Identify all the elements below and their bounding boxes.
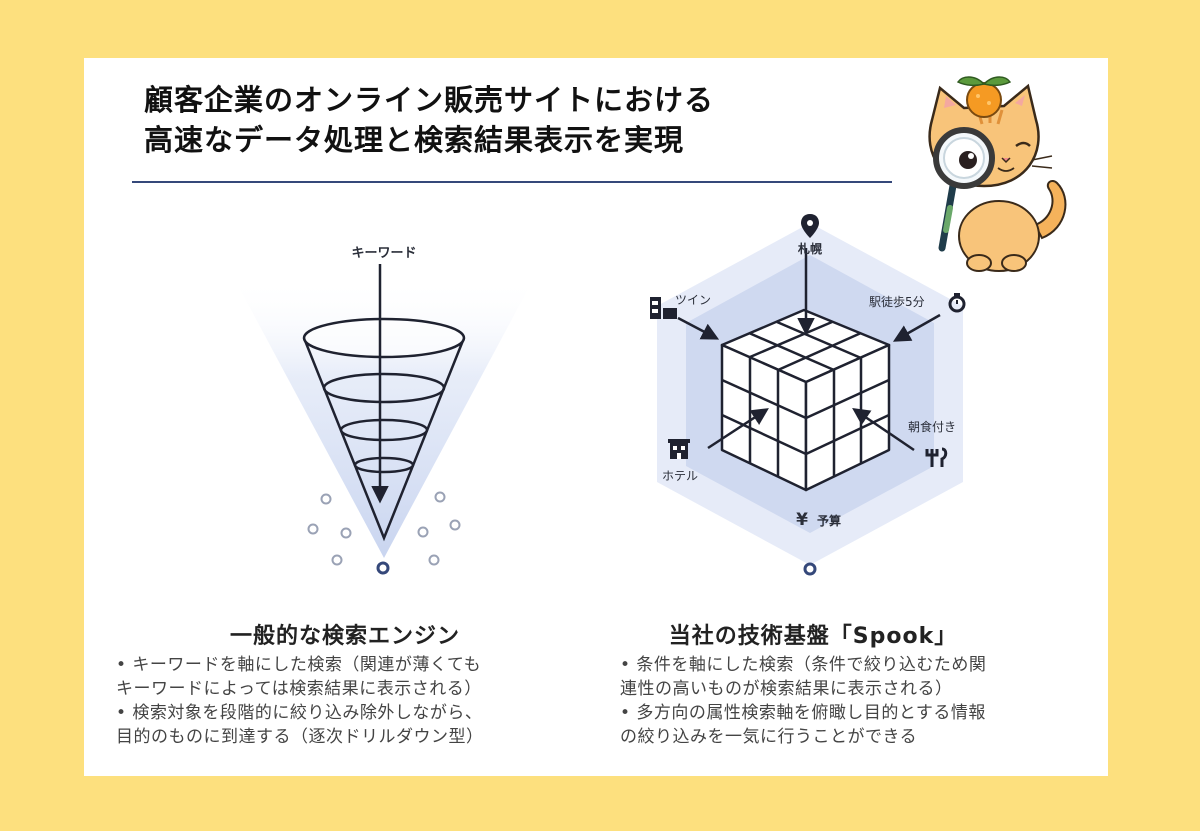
- cube-grid-line: [721, 413, 807, 456]
- cube-grid-line: [805, 378, 890, 420]
- cube-grid-line: [776, 320, 862, 360]
- left-bullet-line: 目的のものに到達する（逐次ドリルダウン型）: [116, 727, 484, 747]
- diagram-canvas: キーワード: [234, 76, 1067, 576]
- excluded-dot: [449, 519, 461, 531]
- label-hotel: ホテル: [662, 469, 698, 483]
- pin-icon: [801, 214, 819, 238]
- funnel-diagram: キーワード: [234, 246, 534, 575]
- funnel-ring: [322, 372, 446, 404]
- excluded-dot: [428, 554, 440, 566]
- fork-knife-icon: [925, 447, 948, 467]
- right-bullet-line: 連性の高いものが検索結果に表示される）: [620, 679, 953, 699]
- excluded-dot: [340, 527, 352, 539]
- excluded-dot: [417, 526, 429, 538]
- result-dot: [803, 562, 817, 576]
- arrow-breakfast: [852, 408, 915, 452]
- excluded-dot: [434, 491, 446, 503]
- excluded-dot: [331, 554, 343, 566]
- left-bullet-line: • 検索対象を段階的に絞り込み除外しながら、: [116, 703, 483, 723]
- cube: [720, 308, 891, 492]
- title-divider: [132, 181, 892, 183]
- bed-icon: [650, 297, 677, 319]
- left-bullet-line: • キーワードを軸にした検索（関連が薄くても: [116, 655, 482, 675]
- cube-grid-line: [805, 413, 890, 456]
- label-breakfast: 朝食付き: [908, 419, 956, 434]
- label-budget: 予算: [817, 513, 841, 528]
- stopwatch-icon: [948, 293, 966, 313]
- cube-grid-line: [721, 378, 807, 420]
- right-bullet-line: の絞り込みを一気に行うことができる: [620, 727, 918, 747]
- arrow-twin: [677, 316, 720, 340]
- left-caption: 一般的な検索エンジン: [229, 624, 460, 649]
- content-card: 顧客企業のオンライン販売サイトにおける 高速なデータ処理と検索結果表示を実現: [84, 58, 1108, 776]
- right-bullet-line: • 多方向の属性検索軸を俯瞰し目的とする情報: [620, 703, 986, 723]
- label-sapporo: 札幌: [797, 241, 822, 256]
- title-line-2: 高速なデータ処理と検索結果表示を実現: [144, 123, 685, 157]
- arrow-hotel: [707, 408, 769, 450]
- funnel-ring: [339, 418, 429, 442]
- funnel-cone: [302, 337, 466, 542]
- page-title: 顧客企業のオンライン販売サイトにおける 高速なデータ処理と検索結果表示を実現: [144, 80, 714, 160]
- magnifier-icon: [933, 127, 995, 252]
- keyword-label: キーワード: [351, 246, 416, 261]
- excluded-dot: [320, 493, 332, 505]
- left-bullet-line: キーワードによっては検索結果に表示される）: [116, 679, 482, 699]
- cube-grid-line: [777, 331, 862, 372]
- funnel-rim: [302, 317, 466, 359]
- target-dot: [376, 561, 390, 575]
- condition-arrows: [677, 248, 941, 452]
- building-icon: [668, 439, 690, 459]
- title-line-1: 顧客企業のオンライン販売サイトにおける: [144, 83, 715, 117]
- excluded-items: [307, 491, 461, 566]
- yen-icon: ¥: [796, 510, 808, 530]
- funnel-ring: [353, 456, 415, 474]
- left-bullets: • キーワードを軸にした検索（関連が薄くても キーワードによっては検索結果に表示…: [116, 653, 484, 749]
- cube-grid-line: [748, 331, 835, 372]
- cube-diagram: ¥ 札幌 ツイン 駅徒歩5分 朝食付き ホテル 予算: [650, 214, 966, 576]
- label-walk: 駅徒歩5分: [869, 294, 925, 309]
- right-bullets: • 条件を軸にした検索（条件で絞り込むため関 連性の高いものが検索結果に表示され…: [620, 653, 986, 749]
- right-caption: 当社の技術基盤「Spook」: [668, 624, 958, 649]
- label-twin: ツイン: [675, 293, 711, 307]
- excluded-dot: [307, 523, 319, 535]
- right-bullet-line: • 条件を軸にした検索（条件で絞り込むため関: [620, 655, 987, 675]
- mascot-cat: [928, 76, 1067, 272]
- cube-grid-line: [749, 320, 833, 359]
- arrow-walk: [892, 313, 941, 342]
